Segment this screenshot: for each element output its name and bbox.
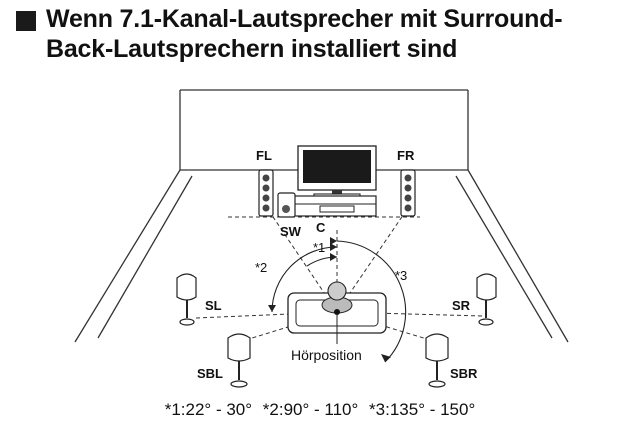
label-c: C <box>316 220 326 235</box>
angle-mark-1: *1 <box>313 240 325 255</box>
angle-mark-3: *3 <box>395 268 407 283</box>
legend-item-2: *2:90° - 110° <box>262 400 359 419</box>
sofa-with-listener-icon <box>287 281 387 334</box>
listening-position-label: Hörposition <box>291 347 362 363</box>
label-sw: SW <box>280 224 302 239</box>
front-left-speaker-icon <box>258 169 274 217</box>
heading-line-2: Back-Lautsprechern installiert sind <box>46 35 458 63</box>
surround-back-right-speaker-icon <box>425 333 449 388</box>
heading-bullet-square <box>16 11 36 31</box>
surround-back-left-speaker-icon <box>227 333 251 388</box>
legend-item-1: *1:22° - 30° <box>164 400 253 419</box>
heading-line-1: Wenn 7.1-Kanal-Lautsprecher mit Surround… <box>46 5 563 33</box>
front-right-speaker-icon <box>400 169 416 217</box>
subwoofer-icon <box>277 192 296 218</box>
surround-left-speaker-icon <box>176 273 197 326</box>
surround-right-speaker-icon <box>476 273 497 326</box>
label-sl: SL <box>205 298 222 313</box>
arc-arrowheads <box>268 237 391 362</box>
legend-item-3: *3:135° - 150° <box>369 400 476 419</box>
angle-mark-2: *2 <box>255 260 267 275</box>
label-sbr: SBR <box>450 366 478 381</box>
heading-title: Wenn 7.1-Kanal-Lautsprecher mit Surround… <box>46 4 563 64</box>
angle-legend: *1:22° - 30° *2:90° - 110° *3:135° - 150… <box>0 398 640 422</box>
label-sr: SR <box>452 298 471 313</box>
tv-set <box>293 145 377 217</box>
label-sbl: SBL <box>197 366 223 381</box>
label-fr: FR <box>397 148 415 163</box>
label-fl: FL <box>256 148 272 163</box>
